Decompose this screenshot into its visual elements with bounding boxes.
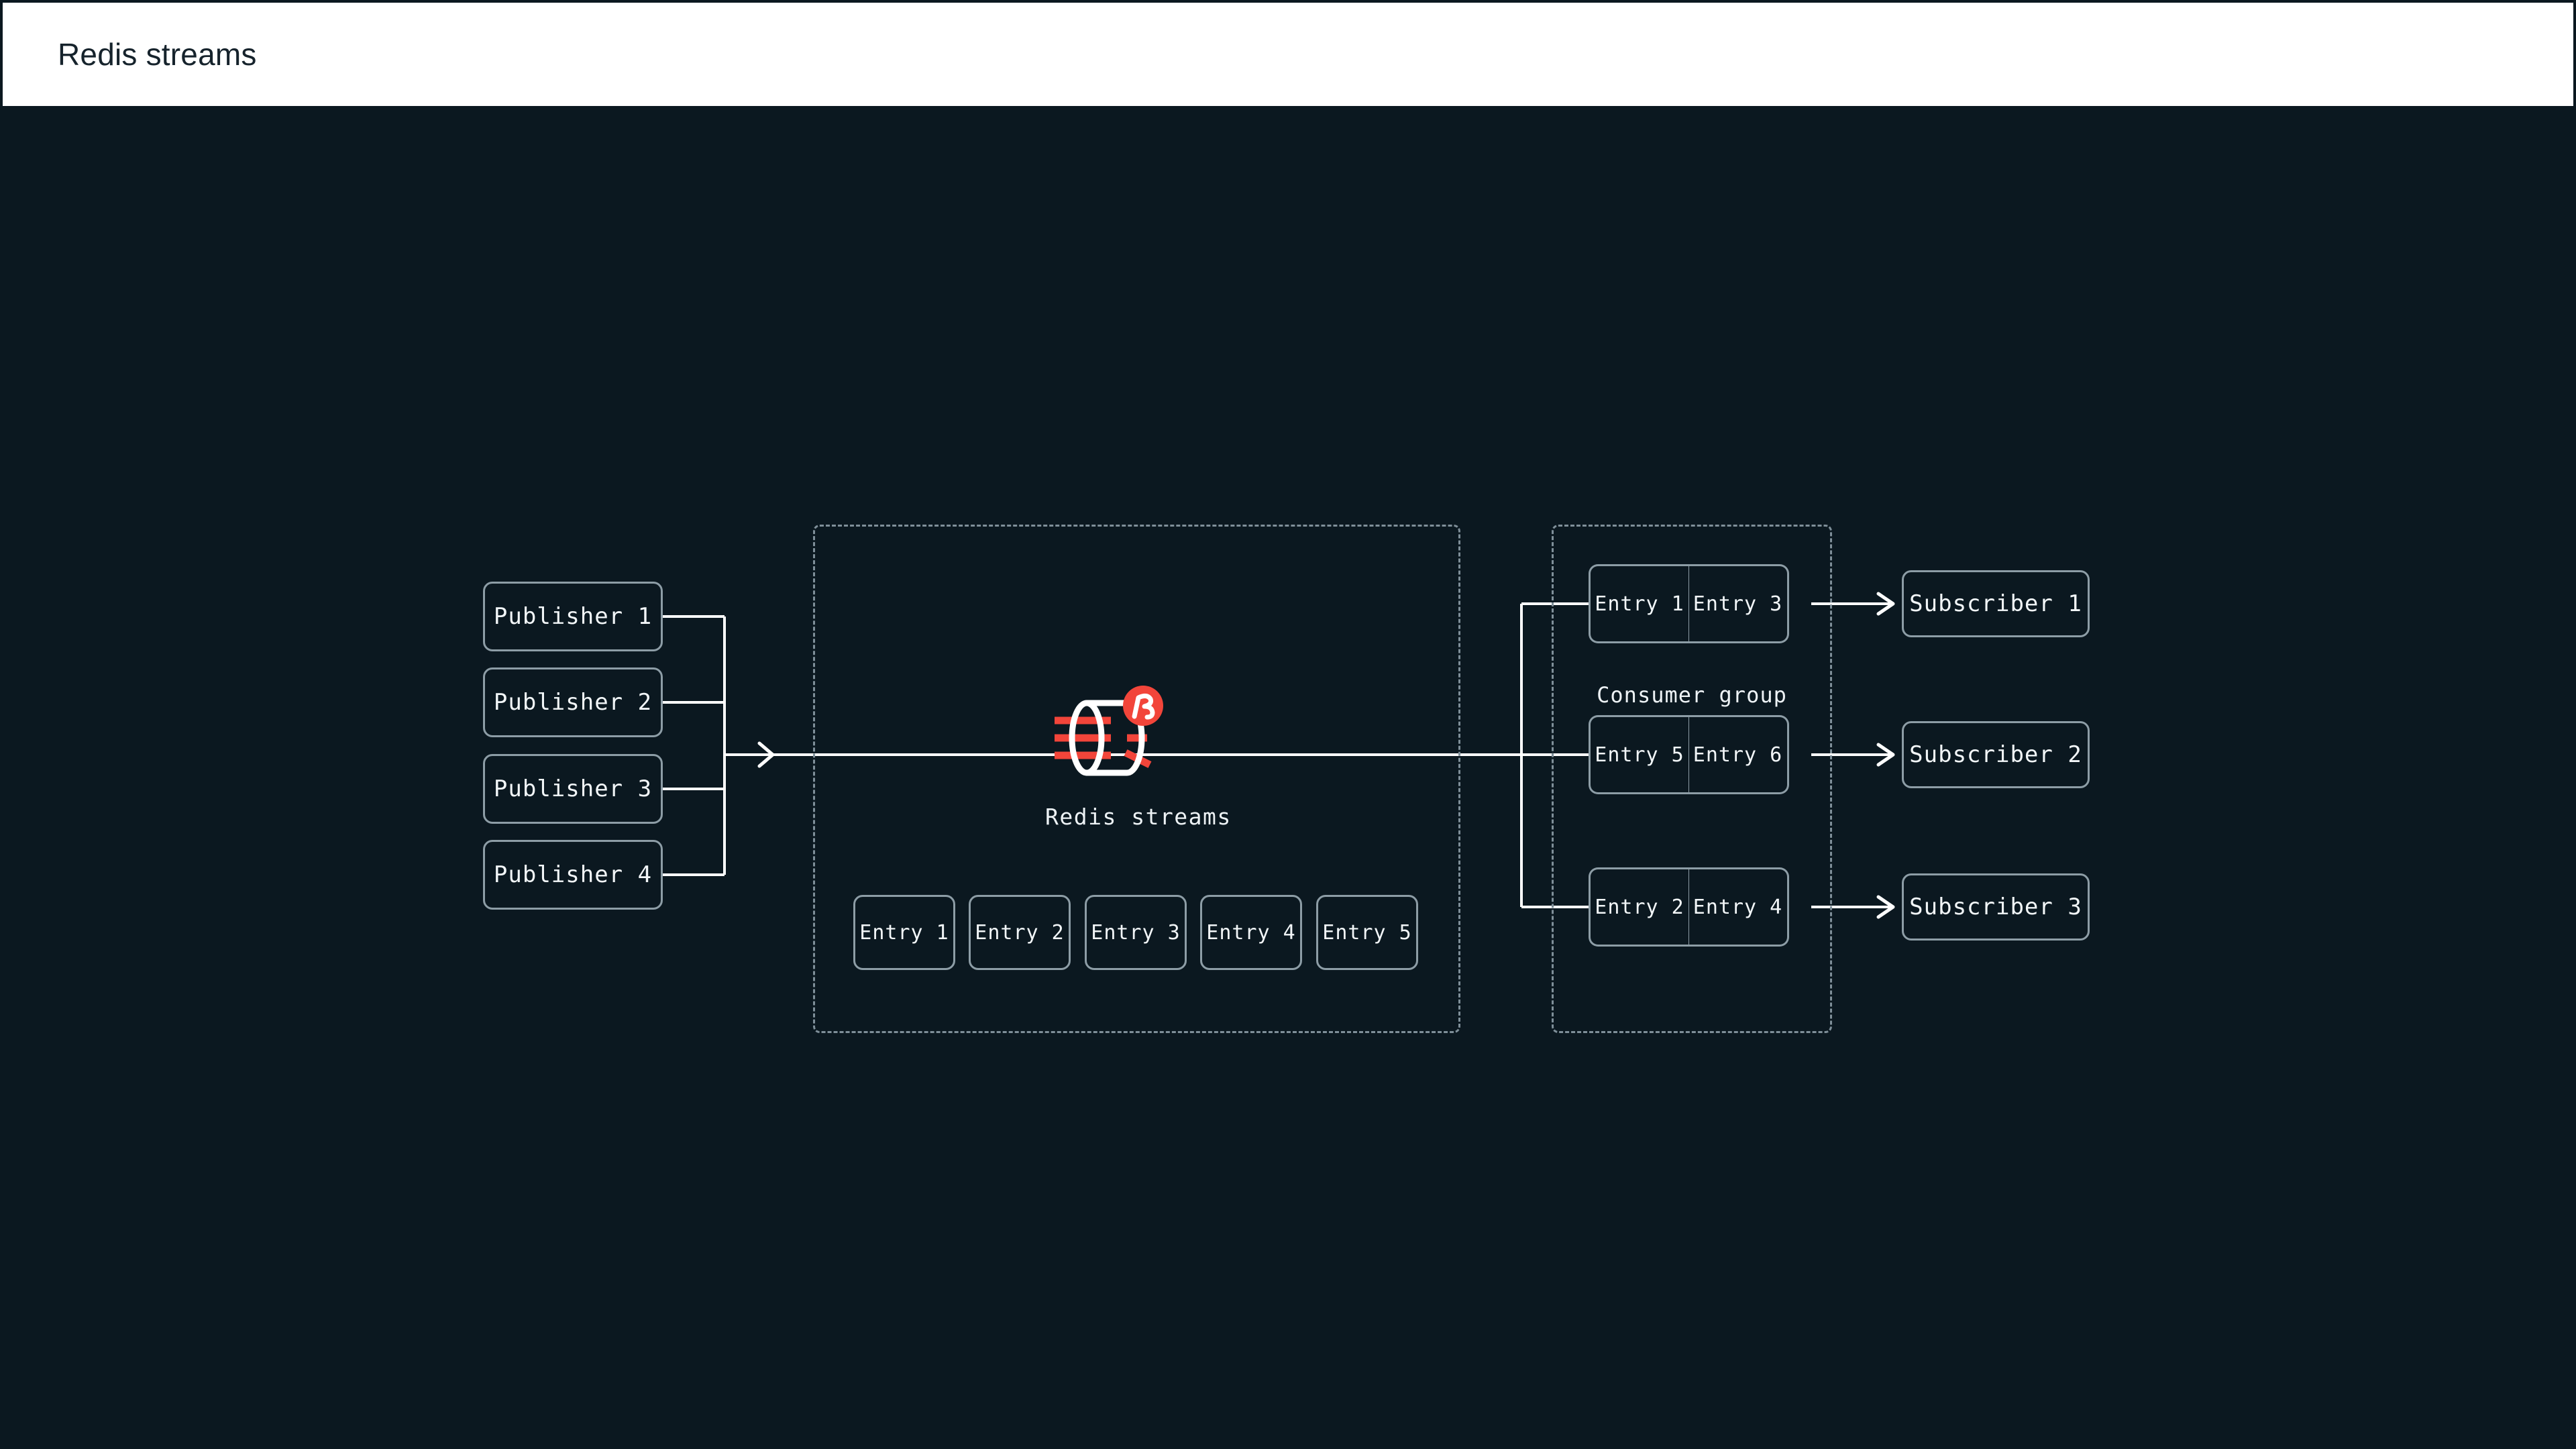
stream-entry-label: Entry 3 — [1091, 920, 1181, 945]
consumer-entry-cell[interactable]: Entry 2 — [1589, 867, 1689, 947]
publisher-box-3[interactable]: Publisher 3 — [483, 754, 663, 824]
publisher-box-2[interactable]: Publisher 2 — [483, 667, 663, 737]
subscriber-label: Subscriber 3 — [1909, 894, 2082, 920]
publisher-label: Publisher 3 — [493, 775, 653, 802]
stream-entry-box-4[interactable]: Entry 4 — [1200, 895, 1302, 970]
redis-streams-logo-icon — [1055, 686, 1163, 776]
arrowhead-subscriber-3 — [1876, 895, 1895, 919]
diagram-canvas: Publisher 1 Publisher 2 Publisher 3 Publ… — [0, 109, 2576, 1449]
app-header: Redis streams — [0, 0, 2576, 109]
redis-streams-logo-caption: Redis streams — [1045, 804, 1232, 830]
publisher-box-4[interactable]: Publisher 4 — [483, 840, 663, 910]
consumer-entry-cell[interactable]: Entry 5 — [1589, 715, 1689, 794]
consumer-entry-label: Entry 2 — [1595, 895, 1684, 919]
redis-badge-letter — [1132, 693, 1155, 720]
publisher-label: Publisher 2 — [493, 689, 653, 716]
consumer-group-row-2: Entry 5 Entry 6 — [1589, 715, 1789, 794]
stream-entry-box-5[interactable]: Entry 5 — [1316, 895, 1418, 970]
subscriber-box-3[interactable]: Subscriber 3 — [1902, 873, 2090, 941]
consumer-entry-cell[interactable]: Entry 1 — [1589, 564, 1689, 643]
consumer-entry-label: Entry 6 — [1693, 743, 1783, 767]
consumer-entry-label: Entry 3 — [1693, 592, 1783, 616]
stream-entry-box-2[interactable]: Entry 2 — [969, 895, 1071, 970]
consumer-group-caption: Consumer group — [1597, 682, 1787, 708]
publisher-box-1[interactable]: Publisher 1 — [483, 582, 663, 651]
subscriber-box-1[interactable]: Subscriber 1 — [1902, 570, 2090, 637]
consumer-group-region — [1552, 525, 1832, 1033]
publisher-label: Publisher 4 — [493, 861, 653, 888]
redis-streams-logo: Redis streams — [1045, 686, 1230, 830]
subscriber-label: Subscriber 2 — [1909, 741, 2082, 768]
subscriber-box-2[interactable]: Subscriber 2 — [1902, 721, 2090, 788]
stream-entry-box-3[interactable]: Entry 3 — [1085, 895, 1187, 970]
arrowhead-subscriber-1 — [1876, 592, 1895, 616]
consumer-entry-label: Entry 5 — [1595, 743, 1684, 767]
consumer-group-row-3: Entry 2 Entry 4 — [1589, 867, 1789, 947]
stream-entry-label: Entry 2 — [975, 920, 1065, 945]
arrowhead-subscriber-2 — [1876, 743, 1895, 767]
consumer-group-row-1: Entry 1 Entry 3 — [1589, 564, 1789, 643]
arrowhead-main-trunk — [757, 741, 775, 768]
redis-stream-region — [813, 525, 1460, 1033]
consumer-entry-label: Entry 1 — [1595, 592, 1684, 616]
page-title: Redis streams — [58, 37, 257, 72]
publisher-label: Publisher 1 — [493, 603, 653, 630]
consumer-entry-cell[interactable]: Entry 3 — [1688, 564, 1789, 643]
stream-entry-label: Entry 5 — [1322, 920, 1412, 945]
consumer-entry-label: Entry 4 — [1693, 895, 1783, 919]
stream-entry-label: Entry 4 — [1206, 920, 1296, 945]
consumer-entry-cell[interactable]: Entry 4 — [1688, 867, 1789, 947]
stream-entry-label: Entry 1 — [859, 920, 949, 945]
stream-entry-box-1[interactable]: Entry 1 — [853, 895, 955, 970]
consumer-entry-cell[interactable]: Entry 6 — [1688, 715, 1789, 794]
subscriber-label: Subscriber 1 — [1909, 590, 2082, 617]
